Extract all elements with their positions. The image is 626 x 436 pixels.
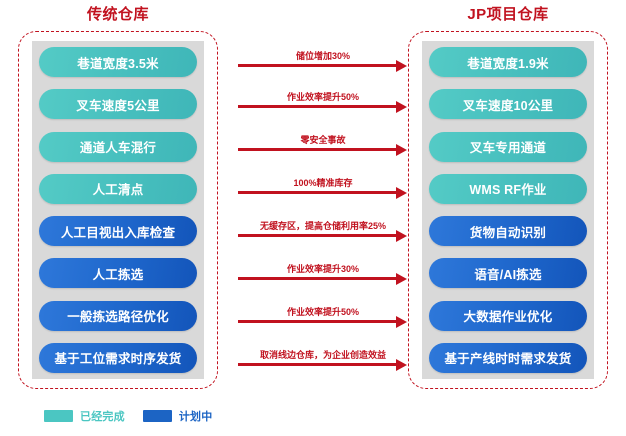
legend-swatch-planned-icon xyxy=(142,410,172,422)
benefit-arrow: 取消线边仓库，为企业创造效益 xyxy=(238,348,408,378)
left-column-panel xyxy=(18,31,218,389)
list-item[interactable]: 基于产线时时需求发货 xyxy=(429,342,587,373)
list-item[interactable]: 巷道宽度1.9米 xyxy=(429,47,587,77)
benefit-arrow: 作业效率提升30% xyxy=(238,262,408,292)
arrow-head-icon xyxy=(396,315,407,328)
legend-item-planned: 计划中 xyxy=(142,408,213,424)
arrow-line xyxy=(238,148,398,151)
list-item[interactable]: 通道人车混行 xyxy=(39,131,197,162)
arrow-line xyxy=(238,64,398,67)
list-item[interactable]: 叉车速度10公里 xyxy=(429,89,587,120)
arrow-line xyxy=(238,191,398,194)
legend-item-done: 已经完成 xyxy=(44,408,125,424)
list-item[interactable]: 人工拣选 xyxy=(39,258,197,289)
benefit-arrow-label: 储位增加30% xyxy=(295,51,350,61)
benefit-arrow-label: 零安全事故 xyxy=(300,135,346,145)
right-column-item-list: 巷道宽度1.9米 叉车速度10公里 叉车专用通道 WMS RF作业 货物自动识别… xyxy=(422,41,594,379)
arrow-head-icon xyxy=(396,272,407,285)
benefit-arrow: 作业效率提升50% xyxy=(238,305,408,335)
benefit-arrow-label: 无缓存区，提高仓储利用率25% xyxy=(259,221,386,231)
arrow-head-icon xyxy=(396,229,407,242)
benefit-arrow-label: 作业效率提升50% xyxy=(286,92,359,102)
list-item[interactable]: 货物自动识别 xyxy=(429,216,587,247)
arrow-line xyxy=(238,320,398,323)
right-column-title: JP项目仓库 xyxy=(467,6,549,23)
arrow-head-icon xyxy=(396,59,407,72)
list-item[interactable]: 大数据作业优化 xyxy=(429,300,587,331)
arrow-line xyxy=(238,105,398,108)
legend: 已经完成 计划中 xyxy=(44,408,212,424)
arrow-head-icon xyxy=(396,186,407,199)
list-item[interactable]: 巷道宽度3.5米 xyxy=(39,47,197,77)
benefit-arrow: 储位增加30% xyxy=(238,49,408,79)
arrow-head-icon xyxy=(396,358,407,371)
list-item[interactable]: 语音/AI拣选 xyxy=(429,258,587,289)
list-item[interactable]: 人工目视出入库检查 xyxy=(39,216,197,247)
arrow-head-icon xyxy=(396,100,407,113)
left-column-item-list: 巷道宽度3.5米 叉车速度5公里 通道人车混行 人工清点 人工目视出入库检查 人… xyxy=(32,41,204,379)
arrow-line xyxy=(238,234,398,237)
benefit-arrow-label: 作业效率提升50% xyxy=(286,307,359,317)
left-column-title: 传统仓库 xyxy=(86,6,149,23)
arrow-line xyxy=(238,277,398,280)
benefit-arrow-label: 100%精准库存 xyxy=(293,178,353,188)
legend-label-done: 已经完成 xyxy=(80,411,125,423)
benefit-arrow: 作业效率提升50% xyxy=(238,90,408,120)
list-item[interactable]: 叉车速度5公里 xyxy=(39,89,197,120)
benefit-arrow: 零安全事故 xyxy=(238,133,408,163)
benefit-arrow: 无缓存区，提高仓储利用率25% xyxy=(238,219,408,249)
benefit-arrow-label: 取消线边仓库，为企业创造效益 xyxy=(259,350,386,360)
legend-label-planned: 计划中 xyxy=(178,411,213,423)
list-item[interactable]: 基于工位需求时序发货 xyxy=(39,342,197,373)
list-item[interactable]: 叉车专用通道 xyxy=(429,131,587,162)
benefit-arrow-label: 作业效率提升30% xyxy=(286,264,359,274)
benefit-arrow: 100%精准库存 xyxy=(238,176,408,206)
arrow-head-icon xyxy=(396,143,407,156)
list-item[interactable]: 一般拣选路径优化 xyxy=(39,300,197,331)
list-item[interactable]: WMS RF作业 xyxy=(429,173,587,204)
right-column-panel xyxy=(408,31,608,389)
legend-swatch-done-icon xyxy=(44,410,73,422)
list-item[interactable]: 人工清点 xyxy=(39,173,197,204)
arrow-line xyxy=(238,363,398,366)
